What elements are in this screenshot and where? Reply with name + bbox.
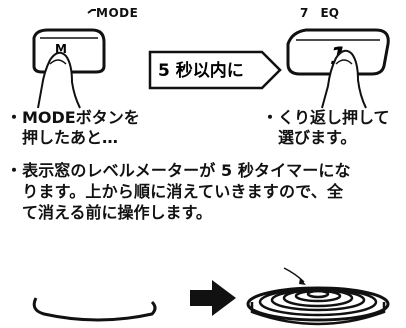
pointer-line (283, 267, 305, 283)
right-arrow-icon (190, 280, 236, 316)
description-line: ・表示窓のレベルメーターが 5 秒タイマーにな (6, 161, 351, 180)
eq-display-illustration (286, 28, 390, 76)
eq-label: 7 EQ (300, 6, 339, 20)
timing-arrow-shape (148, 50, 282, 90)
mode-tick-mark (87, 9, 96, 14)
description-line: て消える前に操作します。 (6, 203, 212, 222)
full-level-meter-icon (246, 286, 390, 326)
timing-arrow-text: 5 秒以内に (158, 60, 244, 81)
caption-left-line: 押したあと… (6, 128, 119, 147)
pointer-arrowhead-icon (299, 278, 306, 285)
caption-left-line: ・MODEボタンを (6, 108, 140, 127)
description-paragraph: ・表示窓のレベルメーターが 5 秒タイマーにな ります。上から順に消えていきます… (6, 160, 402, 223)
caption-right-line: 選びます。 (262, 128, 357, 147)
mode-label: MODE (96, 6, 139, 20)
caption-right: ・くり返し押して 選びます。 (262, 108, 390, 148)
caption-left: ・MODEボタンを 押したあと… (6, 108, 140, 148)
mode-button-letter: M (55, 42, 67, 56)
caption-right-line: ・くり返し押して (262, 108, 390, 127)
empty-level-meter-icon (32, 297, 157, 322)
finger-right-icon (321, 49, 367, 109)
finger-left-icon (37, 51, 81, 109)
description-line: ります。上から順に消えていきますので、全 (6, 182, 344, 201)
